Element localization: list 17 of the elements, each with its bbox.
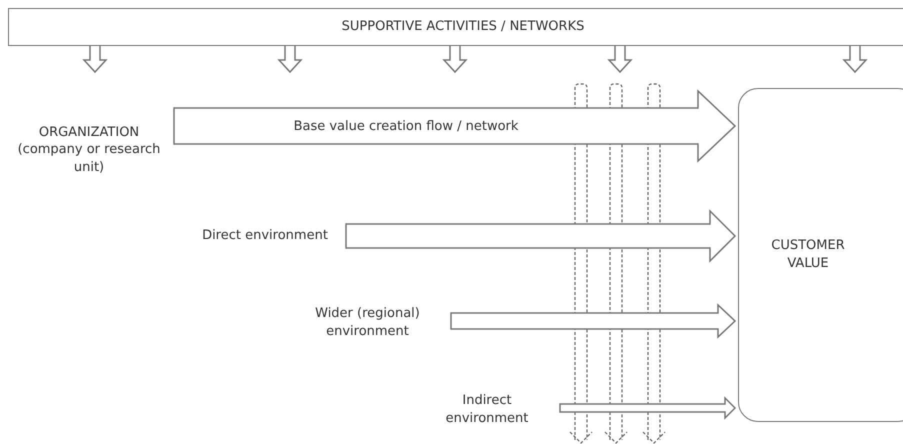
hollow-arrow [277, 45, 303, 74]
edge-label: Base value creation flow / network [292, 118, 520, 134]
box-label: SUPPORTIVE ACTIVITIES / NETWORKS [342, 18, 584, 36]
block-arrow [345, 209, 736, 263]
hollow-arrow [82, 45, 108, 74]
rounded-box [738, 88, 903, 422]
banner-bar [8, 8, 903, 46]
node-label: Indirect environment [444, 392, 530, 428]
block-arrow [450, 303, 736, 339]
hollow-arrow [442, 45, 468, 74]
box-label: CUSTOMER VALUE [770, 237, 846, 273]
hollow-arrow [607, 45, 633, 74]
hollow-arrow [842, 45, 868, 74]
block-arrow [559, 396, 736, 420]
node-label: Direct environment [202, 227, 328, 245]
node-label: ORGANIZATION (company or research unit) [16, 124, 162, 176]
node-label: Wider (regional) environment [314, 305, 421, 341]
